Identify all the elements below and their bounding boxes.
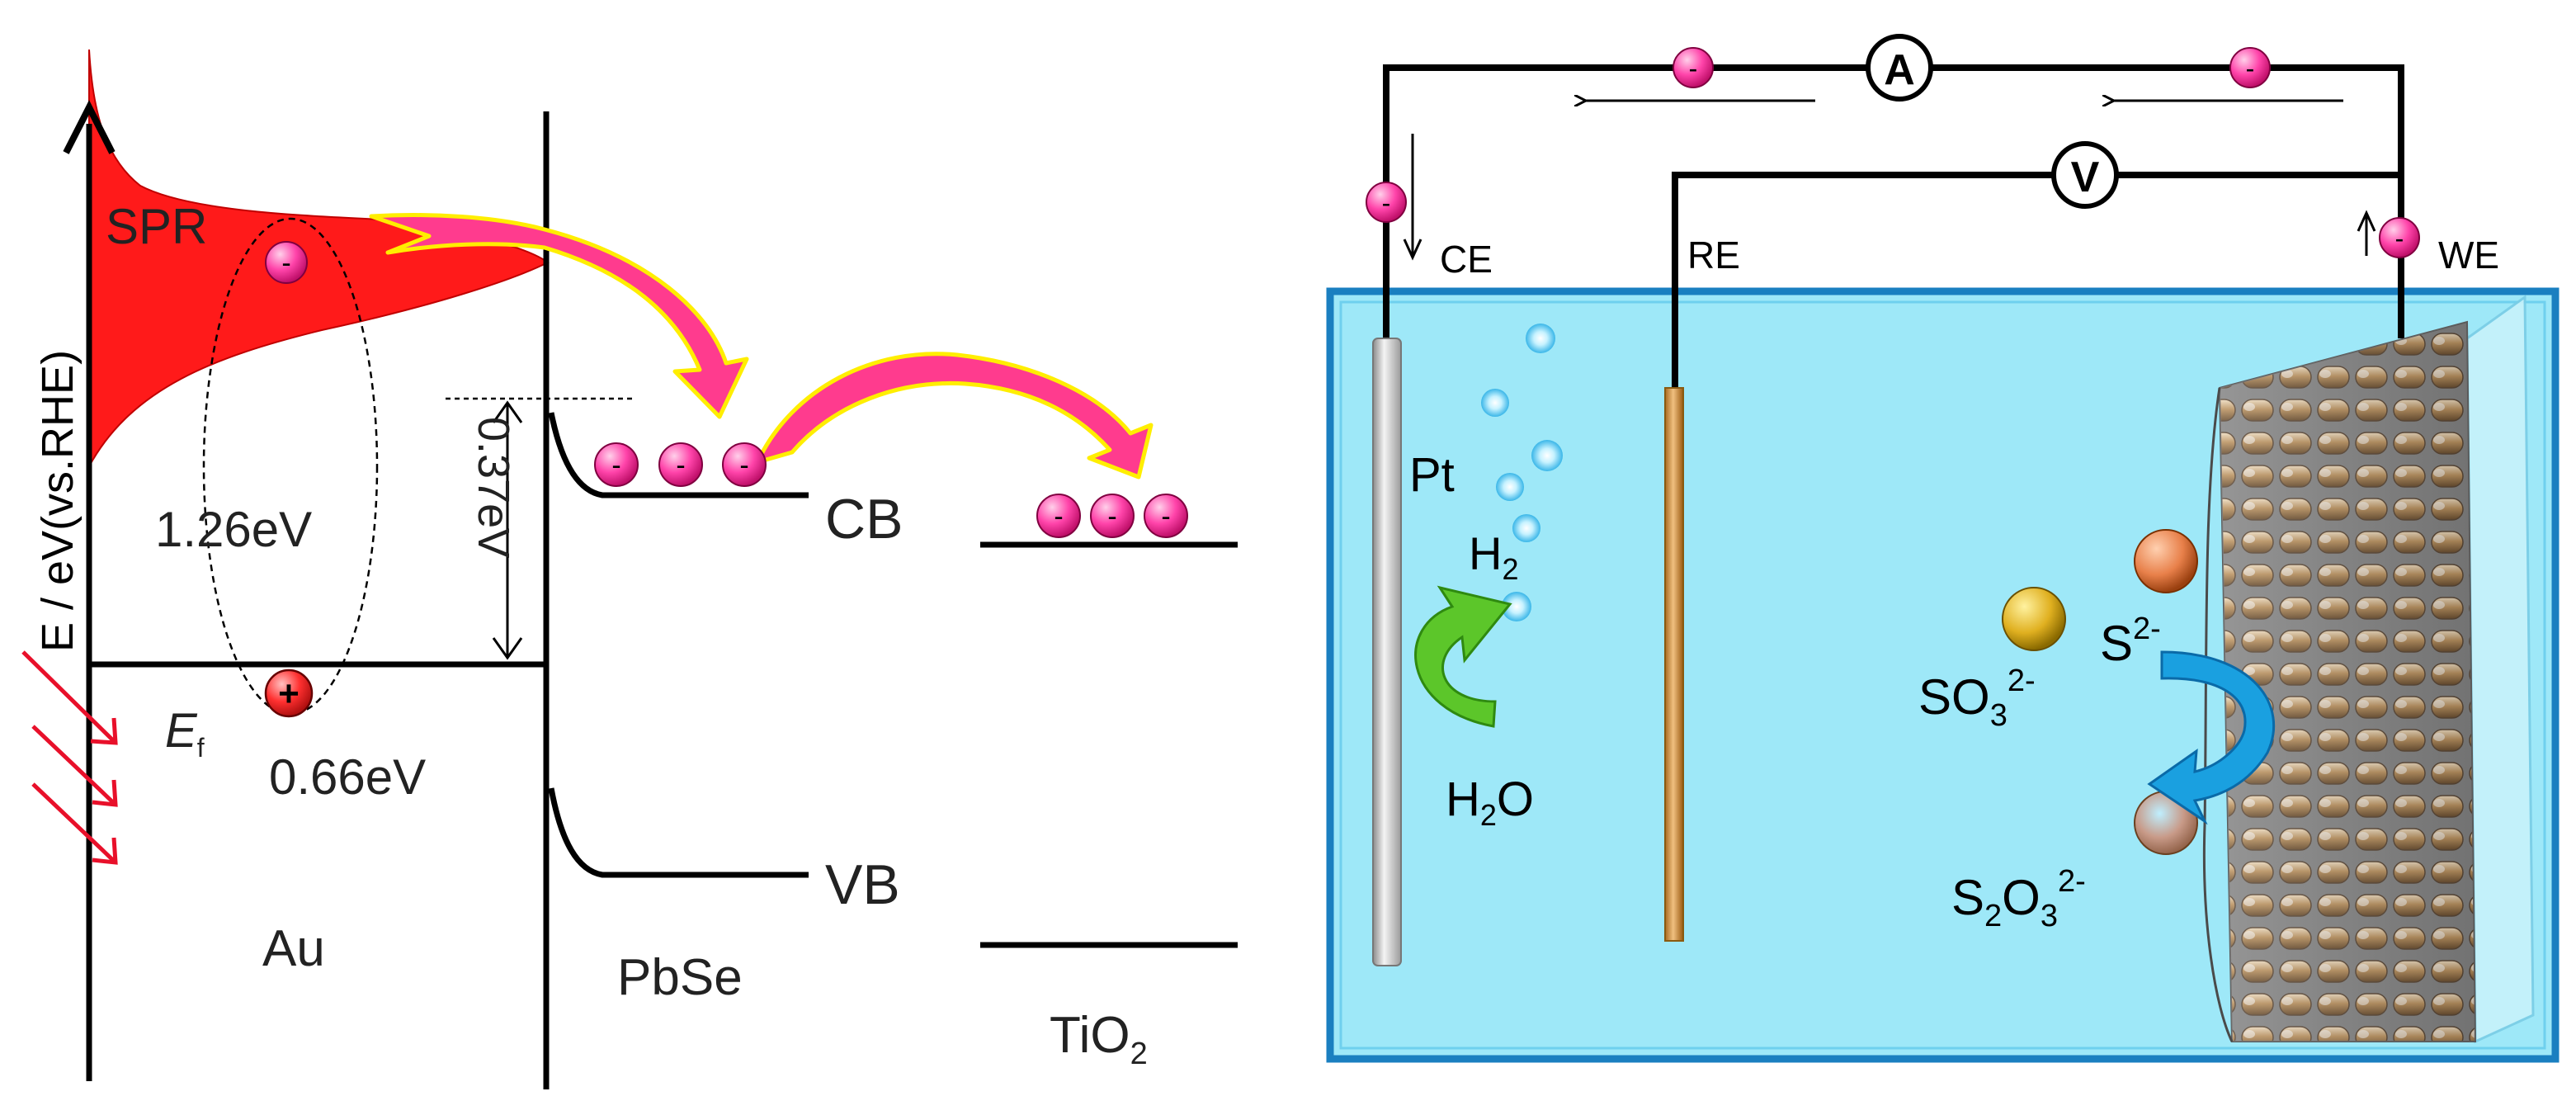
injection-arrow-au-pbse (369, 213, 749, 419)
svg-text:-: - (1382, 188, 1391, 218)
spr-distribution (88, 49, 550, 467)
pt-label: Pt (1409, 448, 1455, 502)
fermi-offset-label: 0.66eV (269, 749, 426, 805)
au-label: Au (262, 920, 325, 977)
ammeter: A (1866, 34, 1933, 102)
tio2-label: TiO2 (1050, 1007, 1148, 1071)
svg-text:V: V (2071, 154, 2100, 201)
gap-label: 1.26eV (155, 502, 312, 557)
y-axis-arrowhead (63, 100, 116, 154)
h2o-label: H2O (1446, 772, 1534, 832)
ce-label: CE (1440, 238, 1493, 281)
nanorod-side-shade (2220, 322, 2475, 1042)
pbse-cb-electron: - (722, 442, 767, 487)
svg-text:-: - (2246, 54, 2255, 83)
tio2-cb-electron: - (1036, 494, 1081, 538)
svg-text:-: - (611, 450, 620, 481)
light-arrows (21, 650, 118, 865)
tio2-cb-electron: - (1090, 494, 1135, 538)
svg-text:-: - (2395, 224, 2404, 253)
oxidation-arrow (2147, 650, 2276, 825)
s-ion-label: S2- (2100, 612, 2161, 671)
photoanode-nanorod-array (2202, 295, 2535, 1044)
voltmeter-circuit-wire (1672, 172, 2401, 388)
svg-text:-: - (676, 450, 685, 481)
we-up-arrow (2357, 210, 2376, 256)
reduction-arrow (1414, 585, 1512, 728)
spr-label: SPR (106, 199, 207, 254)
fto-glass (2465, 295, 2535, 1044)
barrier-label: 0.37eV (469, 417, 518, 558)
pbse-cb-electron: - (658, 442, 703, 487)
transfer-arrow-pbse-tio2 (755, 352, 1154, 480)
s-ion-ball (2134, 529, 2198, 593)
we-label: WE (2438, 234, 2499, 276)
y-axis-label: E / eV(vs.RHE) (33, 350, 83, 652)
pt-counter-electrode (1372, 338, 1402, 966)
svg-text:-: - (281, 248, 290, 279)
fermi-hole: + (264, 669, 314, 718)
fermi-label: Ef (165, 704, 205, 763)
wire-electron: - (1366, 182, 1407, 223)
h2-label: H2 (1469, 527, 1518, 586)
cb-label: CB (825, 488, 903, 550)
wire-electron: - (1673, 47, 1714, 88)
tio2-cb-electron: - (1144, 494, 1188, 538)
svg-text:-: - (739, 450, 748, 481)
hydrogen-bubbles (1481, 324, 1563, 621)
wire-electron: - (2229, 47, 2271, 88)
vb-label: VB (825, 853, 900, 916)
pbse-vb-curve (548, 787, 809, 878)
so3-ion-label: SO32- (1918, 664, 2036, 733)
s2o3-ion-label: S2O32- (1951, 864, 2086, 933)
svg-text:-: - (1689, 54, 1698, 83)
tank-inner-edge (1339, 300, 2546, 1050)
pbse-cb-curve (548, 412, 809, 498)
reference-electrode (1664, 387, 1684, 942)
voltmeter: V (2051, 141, 2119, 209)
svg-text:-: - (1054, 501, 1063, 532)
barrier-dimension-arrow-top (492, 400, 523, 423)
spr-electron: - (265, 241, 308, 284)
svg-text:-: - (1107, 501, 1116, 532)
svg-text:-: - (1161, 501, 1170, 532)
so3-ion-ball (2002, 587, 2066, 651)
pbse-cb-electron: - (594, 442, 639, 487)
svg-text:+: + (278, 673, 300, 714)
pbse-label: PbSe (617, 949, 743, 1006)
photoelectrochemical-cell: A V - - - - CE RE WE (1326, 34, 2559, 1063)
re-label: RE (1687, 234, 1740, 276)
energy-band-diagram: E / eV(vs.RHE) SPR - + 1.26eV 0.37eV Ef (21, 49, 1238, 1089)
ce-down-arrow (1403, 134, 1422, 261)
barrier-dimension-arrow-bottom (492, 637, 523, 660)
svg-text:A: A (1884, 46, 1915, 94)
wire-electron: - (2379, 217, 2420, 258)
